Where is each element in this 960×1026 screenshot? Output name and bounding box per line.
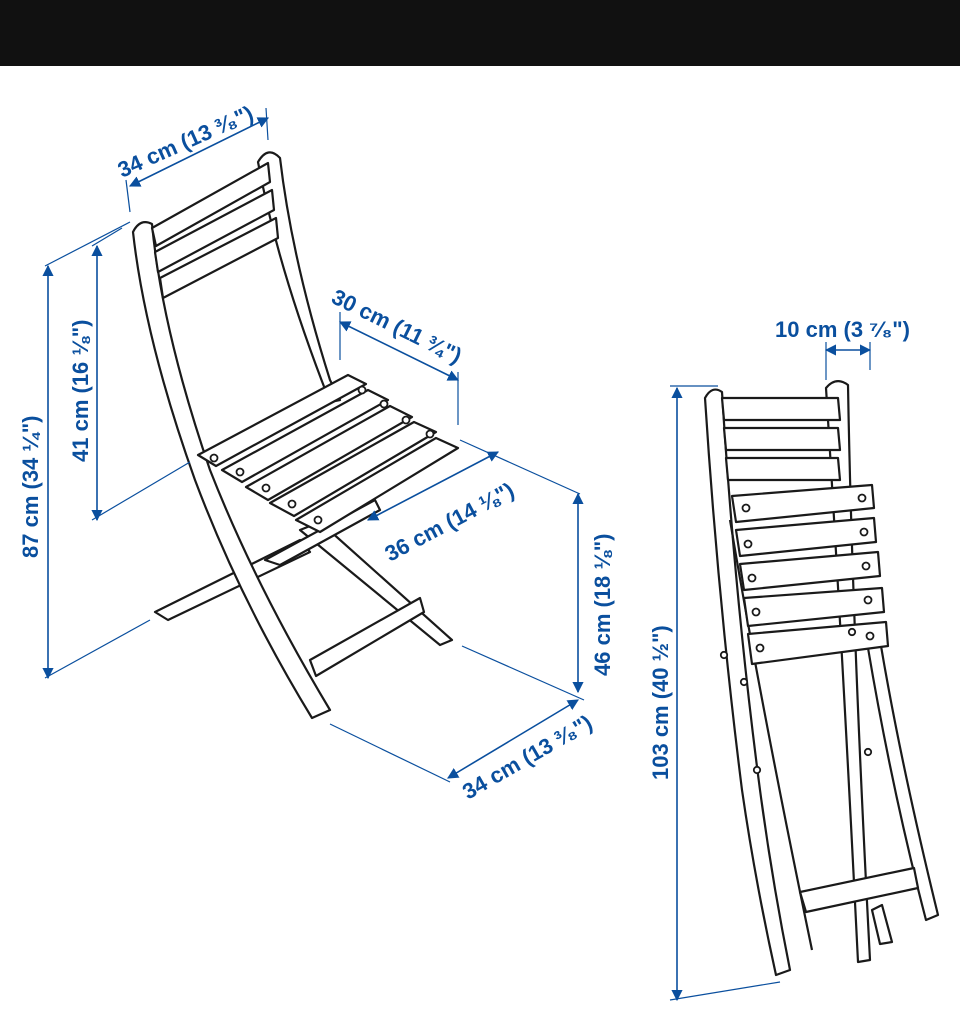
- folded-chair-illustration: [703, 380, 940, 977]
- unfolded-chair-illustration: [131, 151, 460, 720]
- base-width-dimension: 34 cm (13 ³⁄₈"): [329, 699, 596, 804]
- backrest-height-label: 41 cm (16 ⅛"): [68, 319, 93, 462]
- folded-height-dimension: 103 cm (40 ½"): [648, 385, 781, 1002]
- seat-width-label: 36 cm (14 ⅛"): [381, 477, 519, 566]
- folded-height-label: 103 cm (40 ½"): [648, 625, 673, 780]
- base-width-label: 34 cm (13 ³⁄₈"): [458, 710, 596, 804]
- seat-height-dimension: 46 cm (18 ⅛"): [461, 492, 615, 701]
- total-height-dimension: 87 cm (34 ¼"): [18, 221, 151, 680]
- backrest-height-dimension: 41 cm (16 ⅛"): [68, 227, 191, 522]
- total-height-label: 87 cm (34 ¼"): [18, 415, 43, 558]
- folded-depth-dimension: 10 cm (3 ⁷⁄₈"): [775, 317, 910, 380]
- top-bar: [0, 0, 960, 66]
- folded-depth-label: 10 cm (3 ⁷⁄₈"): [775, 317, 910, 342]
- seat-height-label: 46 cm (18 ⅛"): [590, 533, 615, 676]
- backrest-width-label: 34 cm (13 ³⁄₈"): [114, 101, 257, 183]
